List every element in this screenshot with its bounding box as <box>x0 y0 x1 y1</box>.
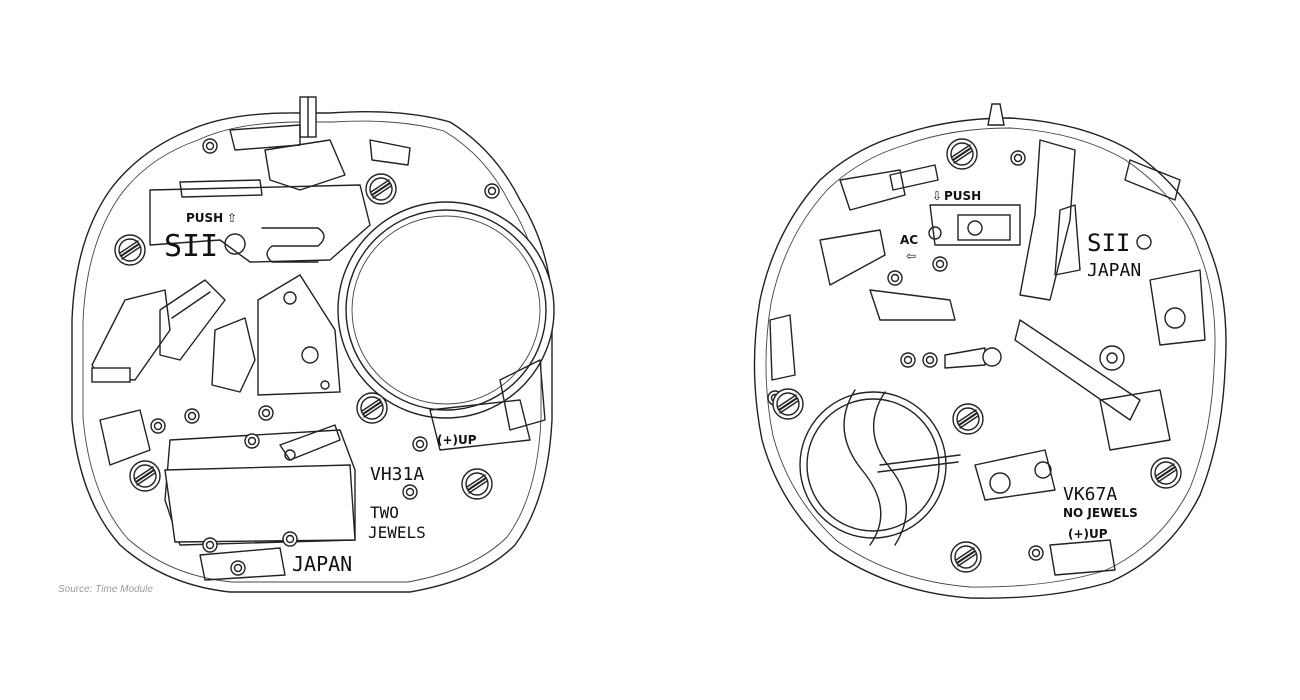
right-up-label: (+)UP <box>1068 527 1108 541</box>
right-push-arrow-icon: ⇩ <box>932 189 942 203</box>
left-push-arrow-icon: ⇧ <box>227 211 237 225</box>
right-movement: ⇩ PUSH AC ⇦ SII JAPAN VK67A NO JEWELS (+… <box>753 103 1227 599</box>
screw-icon <box>952 403 984 435</box>
screw-icon <box>356 392 388 424</box>
screw-icon <box>950 541 982 573</box>
right-battery <box>799 391 947 539</box>
left-up-label: (+)UP <box>437 433 477 447</box>
right-ac-arrow-icon: ⇦ <box>906 249 916 263</box>
screw-icon <box>1150 457 1182 489</box>
left-main-plate-outline <box>71 110 553 593</box>
right-country-label: JAPAN <box>1087 260 1141 281</box>
right-main-plate-outline <box>753 117 1227 599</box>
left-jewels-line1: TWO <box>370 503 399 522</box>
right-push-label: PUSH <box>944 189 981 203</box>
screw-icon <box>365 173 397 205</box>
left-movement: PUSH ⇧ SII (+)UP VH31A TWO JEWELS JAPAN <box>71 96 555 593</box>
left-battery <box>337 201 555 419</box>
screw-icon <box>772 388 804 420</box>
screw-icon <box>461 468 493 500</box>
right-model-label: VK67A <box>1063 484 1117 505</box>
source-caption: Source: Time Module <box>58 584 153 595</box>
left-model-label: VH31A <box>370 464 424 485</box>
right-ac-label: AC <box>900 233 918 247</box>
left-jewels-line2: JEWELS <box>368 523 426 542</box>
left-push-label: PUSH <box>186 211 223 225</box>
right-logo: SII <box>1087 229 1130 257</box>
left-country-label: JAPAN <box>292 552 352 576</box>
right-jewels-label: NO JEWELS <box>1063 506 1138 520</box>
left-logo: SII <box>164 229 218 264</box>
screw-icon <box>129 460 161 492</box>
right-crown-stem <box>987 103 1005 126</box>
right-logo-circle-icon <box>1136 234 1152 250</box>
left-logo-circle-icon <box>224 233 246 255</box>
screw-icon <box>114 234 146 266</box>
screw-icon <box>946 138 978 170</box>
